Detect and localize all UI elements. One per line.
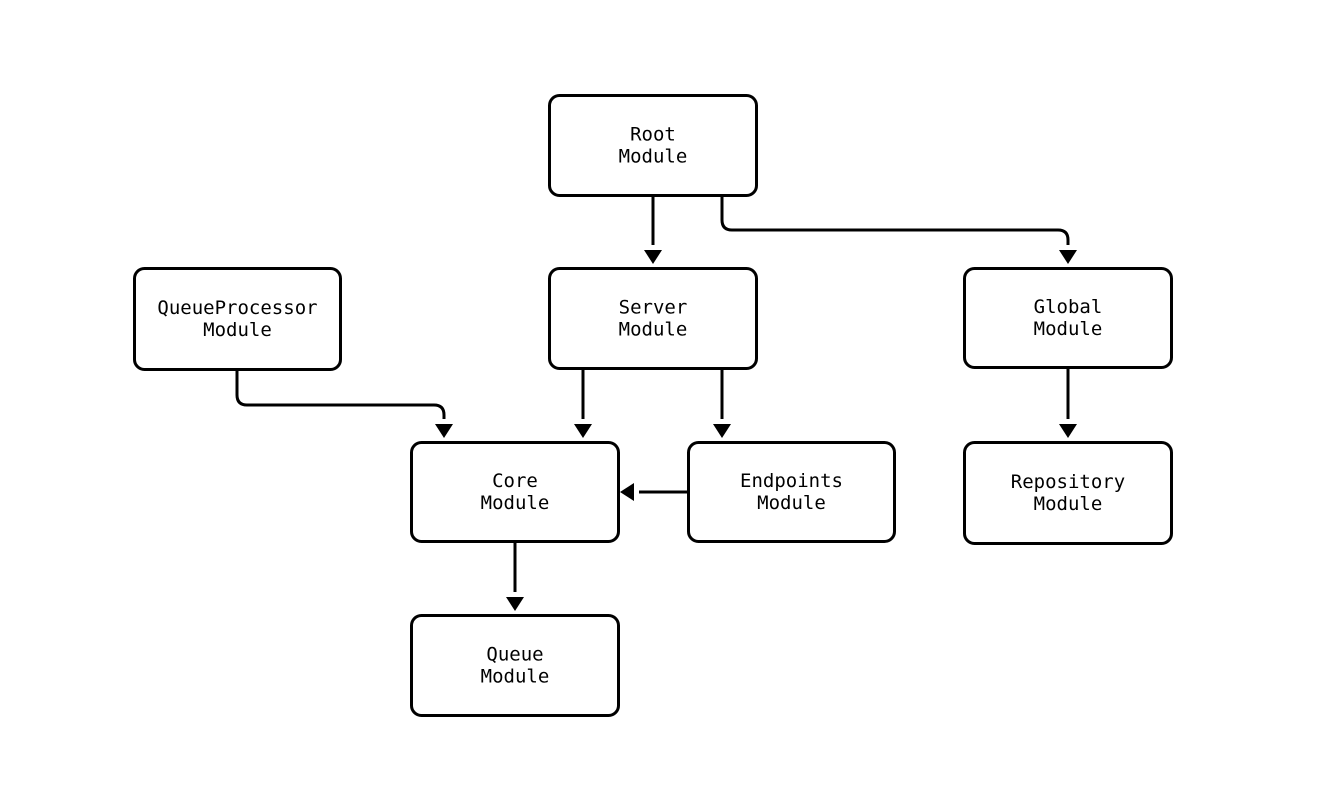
node-label-line2: Module [203,319,272,341]
arrowhead-icon [506,597,524,611]
node-box[interactable] [548,267,758,370]
arrowhead-icon [1059,424,1077,438]
node-label-line2: Module [481,665,550,687]
node-label-line1: Queue [486,643,543,665]
edge-root-to-server [644,197,662,264]
node-box[interactable] [410,614,620,717]
arrowhead-icon [435,424,453,438]
edge-root-to-global [720,197,1077,264]
node-box[interactable] [410,441,620,543]
node-label-line2: Module [757,492,826,514]
edge-endpoints-to-core [620,483,687,501]
edge-core-to-queue [506,543,524,611]
edge-global-to-repository [1059,369,1077,438]
arrowhead-icon [713,424,731,438]
node-label-line1: QueueProcessor [157,297,317,319]
node-label-line1: Endpoints [740,470,843,492]
node-box[interactable] [963,267,1173,369]
arrowhead-icon [644,250,662,264]
node-label-line2: Module [619,145,688,167]
node-label-line2: Module [1034,493,1103,515]
arrowhead-icon [1059,250,1077,264]
node-box[interactable] [133,267,342,371]
node-label-line1: Core [492,470,538,492]
node-label-line1: Repository [1011,471,1125,493]
node-label-line1: Global [1034,296,1103,318]
edge-server-to-endpoints [713,370,731,438]
node-label-line1: Server [619,296,688,318]
edge-line [720,197,1070,245]
node-label-line1: Root [630,123,676,145]
node-box[interactable] [687,441,896,543]
node-label-line2: Module [619,318,688,340]
node-box[interactable] [963,441,1173,545]
edge-line [235,371,446,419]
node-box[interactable] [548,94,758,197]
edge-queueprocessor-to-core [235,371,453,438]
arrowhead-icon [620,483,634,501]
node-label-line2: Module [1034,318,1103,340]
edges-layer [235,197,1077,611]
arrowhead-icon [574,424,592,438]
node-label-line2: Module [481,492,550,514]
edge-server-to-core [574,370,592,438]
